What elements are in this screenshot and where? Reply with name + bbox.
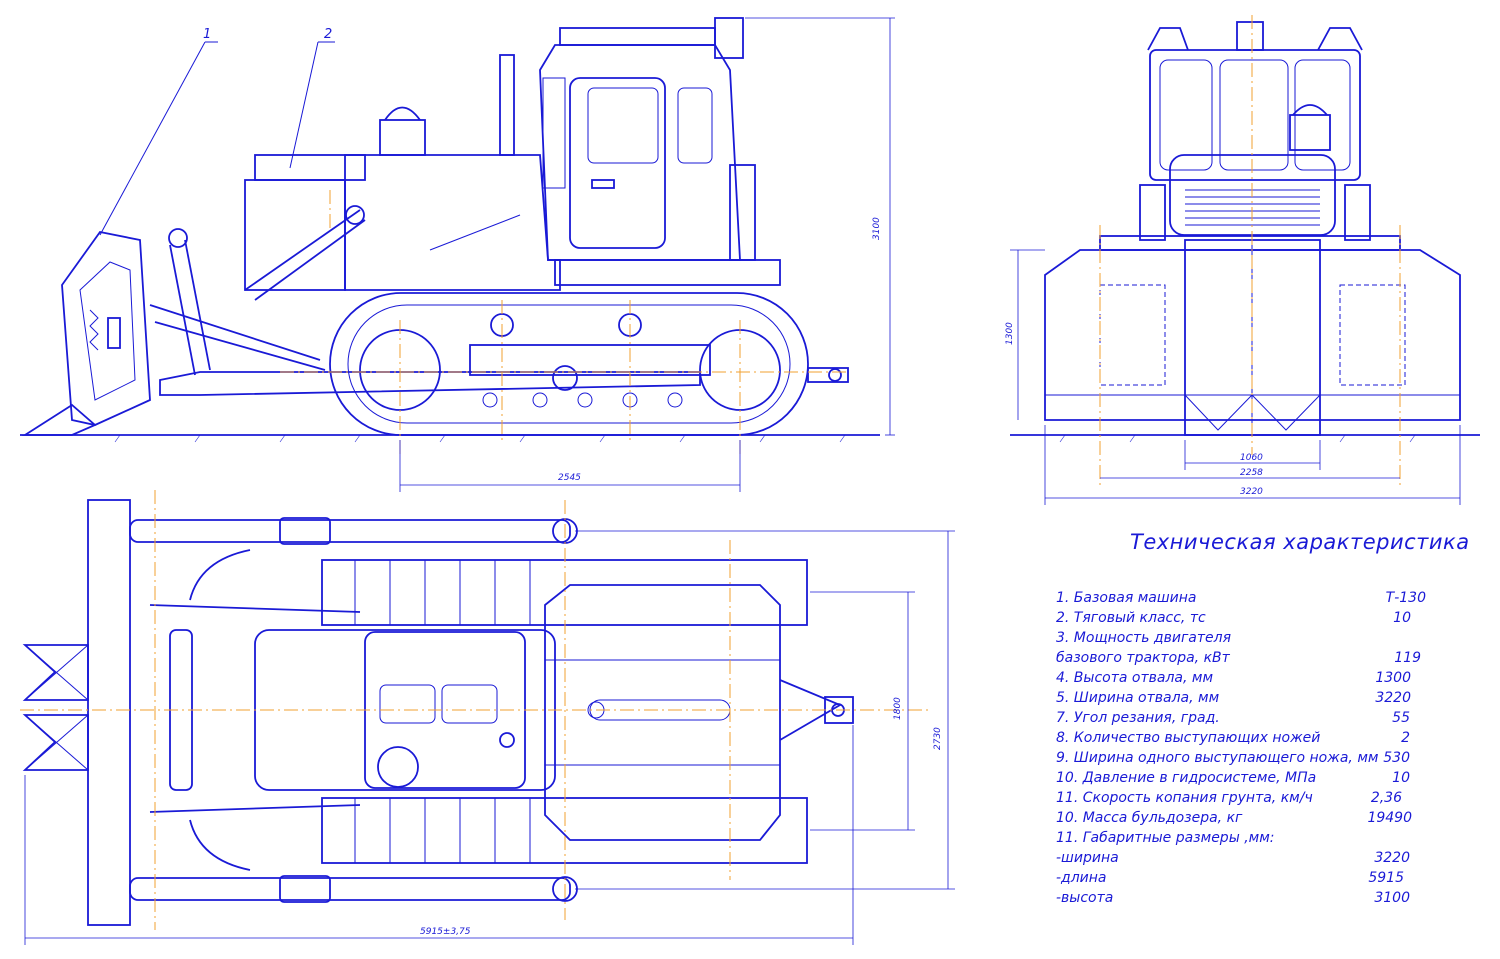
front-view: 1300 1060 2258 3220 [1005, 15, 1480, 505]
side-view: 3100 2545 1 2 [20, 17, 895, 492]
plan-view: 1800 2730 5915±3,75 [20, 490, 955, 945]
dim-front-w2: 2258 [1240, 468, 1263, 478]
spec-row: 3. Мощность двигателя [1056, 630, 1232, 646]
spec-row: 11. Габаритные размеры ,мм: [1056, 830, 1275, 846]
dim-plan-length: 5915±3,75 [420, 927, 471, 937]
callout-1: 1 [203, 27, 211, 42]
dim-front-w3: 3220 [1240, 487, 1263, 497]
callout-2: 2 [324, 27, 332, 42]
dim-plan-w2: 2730 [933, 727, 943, 750]
dim-front-height: 1300 [1005, 322, 1015, 345]
dim-side-length: 2545 [558, 473, 581, 483]
spec-row: 7. Угол резания, град.55 [1056, 710, 1410, 726]
dim-plan-w1: 1800 [893, 697, 903, 720]
dim-front-w1: 1060 [1240, 453, 1263, 463]
dim-side-height: 3100 [872, 217, 882, 240]
spec-title: Техническая характеристика [1130, 530, 1470, 554]
